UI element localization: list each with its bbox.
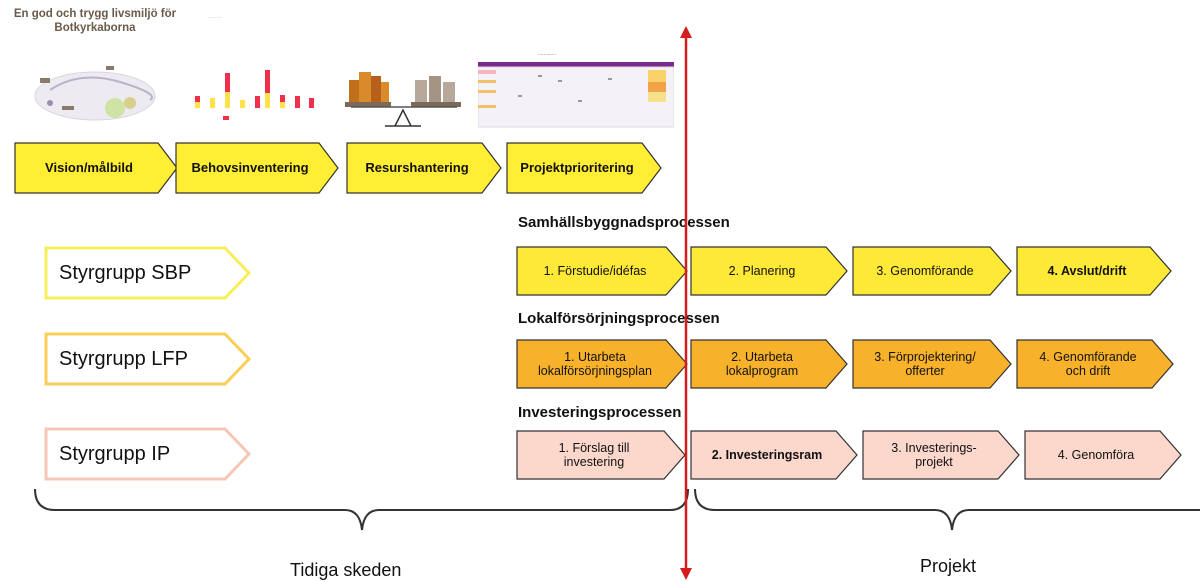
- brace-project: [694, 488, 1200, 531]
- project-priority-table-thumbnail: .............: [477, 50, 675, 130]
- chevron-shape: [516, 339, 688, 389]
- chevron-shape: [44, 427, 252, 481]
- lfp-step-2: 2. Utarbeta lokalprogram: [690, 339, 848, 389]
- chevron-shape: [44, 246, 252, 300]
- sbp-step-4: 4. Avslut/drift: [1016, 246, 1172, 296]
- svg-text:.............: .............: [538, 51, 556, 57]
- chevron-shape: [690, 339, 848, 389]
- lfp-step-3: 3. Förprojektering/ offerter: [852, 339, 1012, 389]
- top-step-vision: Vision/målbild: [14, 142, 178, 194]
- vision-thumbnail: En god och trygg livsmiljö för Botkyrkab…: [10, 8, 180, 126]
- top-step-label: Projektprioritering: [520, 159, 634, 175]
- chevron-shape: [175, 142, 339, 194]
- top-step-needs: Behovsinventering: [175, 142, 339, 194]
- map-illustration: [34, 66, 156, 121]
- ip-step-3: 3. Investerings-projekt: [862, 430, 1020, 480]
- lfp-step-4: 4. Genomförande och drift: [1016, 339, 1174, 389]
- resource-balance-thumbnail: [345, 60, 465, 130]
- top-step-label: Vision/målbild: [45, 159, 133, 175]
- process-title-lfp: Lokalförsörjningsprocessen: [518, 310, 720, 327]
- process-step-label: 2. Utarbeta lokalprogram: [725, 349, 799, 378]
- steering-group-label: Styrgrupp IP: [59, 442, 171, 465]
- process-step-label: 4. Genomföra: [1057, 447, 1135, 462]
- phase-divider-arrow: [680, 26, 692, 580]
- process-step-label: 3. Investerings-projekt: [891, 440, 977, 469]
- chevron-shape: [516, 430, 686, 480]
- phase-label-early: Tidiga skeden: [290, 560, 402, 580]
- process-step-label: 1. Utarbeta lokalförsörjningsplan: [538, 349, 652, 378]
- process-step-label: 4. Genomförande och drift: [1039, 349, 1137, 378]
- chevron-shape: [1016, 339, 1174, 389]
- top-step-resources: Resurshantering: [346, 142, 502, 194]
- phase-label-project: Projekt: [920, 556, 977, 576]
- sbp-step-1-text: 1. Förstudie/idéfas: [543, 263, 647, 278]
- steering-group-ip: Styrgrupp IP: [44, 427, 252, 481]
- chevron-shape: [862, 430, 1020, 480]
- top-step-label: Resurshantering: [365, 159, 469, 175]
- chevron-shape: [516, 246, 688, 296]
- top-step-label: Behovsinventering: [191, 159, 309, 175]
- lfp-step-1: 1. Utarbeta lokalförsörjningsplan: [516, 339, 688, 389]
- process-step-label: 2. Investeringsram: [711, 447, 823, 462]
- steering-group-label: Styrgrupp SBP: [59, 261, 192, 284]
- top-step-prioritization: Projektprioritering: [506, 142, 662, 194]
- sbp-step-3: 3. Genomförande: [852, 246, 1012, 296]
- chevron-shape: [44, 332, 252, 386]
- chevron-shape: [690, 246, 848, 296]
- chevron-shape: [852, 246, 1012, 296]
- brace-early-stages: [34, 488, 689, 531]
- chevron-shape: [506, 142, 662, 194]
- ip-step-1: 1. Förslag till investering: [516, 430, 686, 480]
- sbp-step-1: 1. Förstudie/idéfas: [516, 246, 688, 296]
- chevron-shape: [852, 339, 1012, 389]
- vision-caption: En god och trygg livsmiljö för Botkyrkab…: [13, 8, 177, 34]
- process-step-label: 3. Förprojektering/ offerter: [874, 349, 976, 378]
- process-step-label: 1. Förstudie/idéfas: [544, 264, 661, 278]
- process-step-label: 3. Genomförande: [876, 263, 974, 278]
- chevron-shape: [690, 430, 858, 480]
- process-step-label: 2. Planering: [728, 263, 796, 278]
- svg-text:..........: ..........: [208, 14, 222, 20]
- steering-group-label: Styrgrupp LFP: [59, 347, 188, 370]
- chevron-shape: [1016, 246, 1172, 296]
- chevron-shape: [1024, 430, 1182, 480]
- process-step-label: 1. Förslag till investering: [558, 440, 630, 469]
- chevron-shape: [346, 142, 502, 194]
- process-title-ip: Investeringsprocessen: [518, 404, 682, 421]
- steering-group-lfp: Styrgrupp LFP: [44, 332, 252, 386]
- sbp-step-2: 2. Planering: [690, 246, 848, 296]
- process-step-label: 4. Avslut/drift: [1047, 263, 1127, 278]
- needs-chart-thumbnail: ..........: [183, 8, 333, 126]
- steering-group-sbp: Styrgrupp SBP: [44, 246, 252, 300]
- ip-step-2: 2. Investeringsram: [690, 430, 858, 480]
- process-title-sbp: Samhällsbyggnadsprocessen: [518, 214, 730, 231]
- ip-step-4: 4. Genomföra: [1024, 430, 1182, 480]
- chevron-shape: [14, 142, 178, 194]
